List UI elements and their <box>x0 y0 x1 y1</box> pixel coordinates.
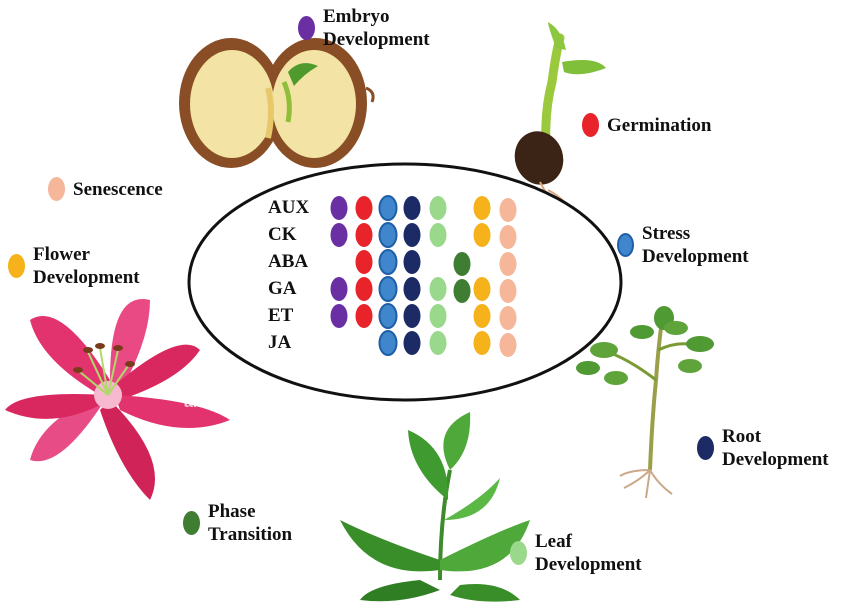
lily-flower-illustration <box>5 299 230 500</box>
category-senescence-label: Senescence <box>73 178 163 200</box>
dot-ga-flower <box>473 277 491 301</box>
category-stress-swatch <box>617 233 634 257</box>
seed-embryo-illustration <box>179 38 375 168</box>
category-senescence: Senescence <box>48 177 163 201</box>
category-stress: Stress Development <box>617 222 749 268</box>
dot-aux-germination <box>355 196 373 220</box>
category-embryo-swatch <box>298 16 315 40</box>
hormone-label-aux: AUX <box>268 197 310 218</box>
hormone-matrix-oval <box>187 162 623 402</box>
category-senescence-swatch <box>48 177 65 201</box>
dot-ck-senescence <box>499 225 517 249</box>
young-plant-illustration <box>576 306 714 499</box>
dot-aba-phase <box>453 252 471 276</box>
dot-ga-embryo <box>330 277 348 301</box>
dot-et-germination <box>355 304 373 328</box>
category-germination-label: Germination <box>607 114 712 136</box>
dot-aux-leaf <box>429 196 447 220</box>
dot-aux-senescence <box>499 198 517 222</box>
dot-et-embryo <box>330 304 348 328</box>
dot-ck-root <box>403 223 421 247</box>
category-stress-label: Stress Development <box>642 223 749 267</box>
dot-ck-leaf <box>429 223 447 247</box>
category-flower-label: Flower Development <box>33 244 140 288</box>
dot-aux-stress <box>378 195 398 221</box>
dot-aux-flower <box>473 196 491 220</box>
dot-ja-stress <box>378 330 398 356</box>
dot-aba-root <box>403 250 421 274</box>
dot-ga-senescence <box>499 279 517 303</box>
dot-ga-stress <box>378 276 398 302</box>
dot-ck-stress <box>378 222 398 248</box>
dot-ja-flower <box>473 331 491 355</box>
category-germination: Germination <box>582 113 712 137</box>
dot-et-flower <box>473 304 491 328</box>
hormone-label-et: ET <box>268 305 294 326</box>
category-flower: Flower Development <box>8 243 140 289</box>
dot-ga-phase <box>453 279 471 303</box>
dot-et-senescence <box>499 306 517 330</box>
dot-ga-leaf <box>429 277 447 301</box>
category-leaf-swatch <box>510 541 527 565</box>
category-embryo-label: Embryo Development <box>323 6 430 50</box>
category-germination-swatch <box>582 113 599 137</box>
dot-ck-germination <box>355 223 373 247</box>
dot-aba-germination <box>355 250 373 274</box>
category-root-label: Root Development <box>722 426 829 470</box>
dot-et-stress <box>378 303 398 329</box>
dot-aba-stress <box>378 249 398 275</box>
dot-ja-senescence <box>499 333 517 357</box>
category-root-swatch <box>697 436 714 460</box>
leafy-plant-illustration <box>340 412 530 602</box>
hormone-label-ga: GA <box>268 278 297 299</box>
dot-aux-embryo <box>330 196 348 220</box>
watermark-text: alam <box>184 394 221 411</box>
dot-aba-senescence <box>499 252 517 276</box>
category-leaf-label: Leaf Development <box>535 531 642 575</box>
hormone-label-aba: ABA <box>268 251 309 272</box>
category-phase-swatch <box>183 511 200 535</box>
category-embryo: Embryo Development <box>298 5 430 51</box>
dot-ck-embryo <box>330 223 348 247</box>
dot-ja-root <box>403 331 421 355</box>
category-leaf: Leaf Development <box>510 530 642 576</box>
hormone-dot-matrix <box>330 195 517 357</box>
dot-ja-leaf <box>429 331 447 355</box>
hormone-label-ja: JA <box>268 332 292 353</box>
dot-et-leaf <box>429 304 447 328</box>
hormone-label-ck: CK <box>268 224 297 245</box>
category-phase-label: Phase Transition <box>208 501 293 545</box>
dot-et-root <box>403 304 421 328</box>
category-root: Root Development <box>697 425 829 471</box>
dot-ga-root <box>403 277 421 301</box>
dot-ga-germination <box>355 277 373 301</box>
dot-aux-root <box>403 196 421 220</box>
dot-ck-flower <box>473 223 491 247</box>
category-phase: Phase Transition <box>183 500 292 546</box>
category-flower-swatch <box>8 254 25 278</box>
